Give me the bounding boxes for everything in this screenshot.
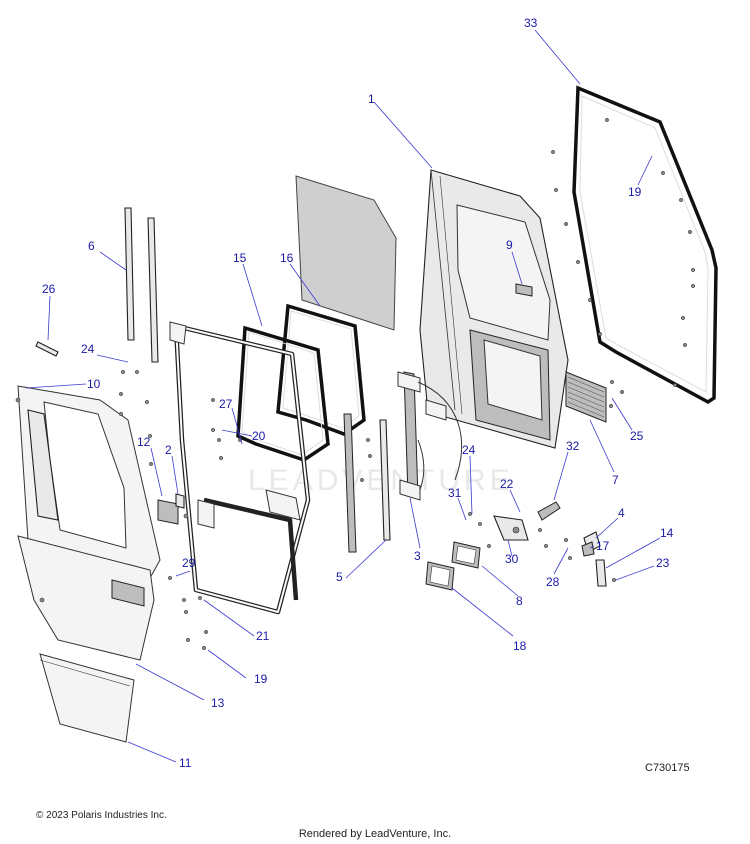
watermark: LEADVENTURE bbox=[248, 464, 514, 497]
part-9-label-decal[interactable] bbox=[515, 283, 533, 297]
callout-20[interactable]: 20 bbox=[252, 429, 266, 443]
callout-26[interactable]: 26 bbox=[42, 282, 56, 296]
part-26-pin[interactable] bbox=[35, 341, 59, 357]
callout-7[interactable]: 7 bbox=[612, 473, 619, 487]
part-33-door-seal[interactable] bbox=[572, 85, 718, 405]
rendered-by-text: Rendered by LeadVenture, Inc. bbox=[298, 828, 452, 840]
callout-1[interactable]: 1 bbox=[368, 92, 375, 106]
callout-31[interactable]: 31 bbox=[448, 486, 462, 500]
part-10-inner-panel[interactable] bbox=[15, 385, 161, 579]
inner-door-frame[interactable] bbox=[169, 321, 311, 615]
callout-23[interactable]: 23 bbox=[656, 556, 670, 570]
part-14-striker-plate[interactable] bbox=[595, 559, 607, 587]
part-13-lower-panel[interactable] bbox=[17, 535, 155, 661]
part-2-bracket[interactable] bbox=[175, 493, 189, 519]
callout-19-top[interactable]: 19 bbox=[628, 185, 642, 199]
callout-11[interactable]: 11 bbox=[179, 756, 192, 770]
part-32-lever[interactable] bbox=[537, 501, 561, 521]
callout-29[interactable]: 29 bbox=[182, 556, 196, 570]
callout-17[interactable]: 17 bbox=[596, 539, 610, 553]
part-11-pocket[interactable] bbox=[39, 653, 135, 743]
callout-14[interactable]: 14 bbox=[660, 526, 674, 540]
part-1-door-shell[interactable] bbox=[419, 169, 569, 449]
callout-24-left[interactable]: 24 bbox=[81, 342, 95, 356]
leader-lines bbox=[25, 29, 661, 763]
part-18-handle-housing[interactable] bbox=[425, 561, 455, 591]
callout-19-bottom[interactable]: 19 bbox=[254, 672, 268, 686]
part-17-bushing[interactable] bbox=[581, 541, 595, 557]
callout-21[interactable]: 21 bbox=[256, 629, 270, 643]
part-5-guide-rail[interactable] bbox=[343, 413, 391, 553]
callout-15[interactable]: 15 bbox=[233, 251, 247, 265]
callout-28[interactable]: 28 bbox=[546, 575, 560, 589]
callout-8[interactable]: 8 bbox=[516, 594, 523, 608]
callout-30[interactable]: 30 bbox=[505, 552, 519, 566]
callout-24-right[interactable]: 24 bbox=[462, 443, 476, 457]
callout-16[interactable]: 16 bbox=[280, 251, 294, 265]
callout-18[interactable]: 18 bbox=[513, 639, 527, 653]
callout-22[interactable]: 22 bbox=[500, 477, 514, 491]
part-12-handle-bezel[interactable] bbox=[157, 499, 179, 525]
callout-33[interactable]: 33 bbox=[524, 16, 538, 30]
callout-9[interactable]: 9 bbox=[506, 238, 513, 252]
part-8-inner-handle[interactable] bbox=[451, 541, 481, 569]
callout-13[interactable]: 13 bbox=[211, 696, 225, 710]
callout-labels: 33 1 19 9 6 15 16 26 24 10 27 25 20 12 2… bbox=[42, 16, 674, 770]
part-6-trim-strip[interactable] bbox=[124, 207, 159, 363]
callout-3[interactable]: 3 bbox=[414, 549, 421, 563]
callout-27[interactable]: 27 bbox=[219, 397, 233, 411]
fasteners bbox=[119, 370, 616, 650]
part-30-latch[interactable] bbox=[493, 515, 529, 541]
part-16-glass-seal[interactable] bbox=[276, 303, 366, 436]
callout-4[interactable]: 4 bbox=[618, 506, 625, 520]
part-7-grille[interactable] bbox=[565, 371, 607, 423]
seal-clips bbox=[551, 118, 695, 408]
callout-6[interactable]: 6 bbox=[88, 239, 95, 253]
part-3-window-regulator[interactable] bbox=[397, 371, 462, 501]
part-glass-panel[interactable] bbox=[295, 175, 397, 331]
copyright-text: © 2023 Polaris Industries Inc. bbox=[36, 810, 167, 821]
callout-25[interactable]: 25 bbox=[630, 429, 644, 443]
callout-2[interactable]: 2 bbox=[165, 443, 172, 457]
callout-32[interactable]: 32 bbox=[566, 439, 580, 453]
callout-12[interactable]: 12 bbox=[137, 435, 151, 449]
diagram-code: C730175 bbox=[645, 762, 690, 774]
callout-5[interactable]: 5 bbox=[336, 570, 343, 584]
callout-10[interactable]: 10 bbox=[87, 377, 101, 391]
